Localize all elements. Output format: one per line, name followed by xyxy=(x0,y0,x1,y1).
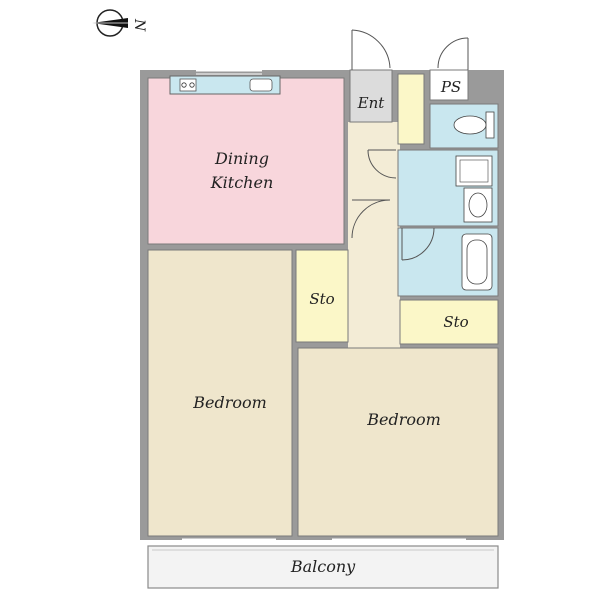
entrance-label: Ent xyxy=(357,94,386,112)
balcony xyxy=(147,545,499,589)
washbasin-icon xyxy=(463,187,493,223)
toilet-icon xyxy=(453,111,495,139)
pipe-space xyxy=(429,69,469,101)
storage-right xyxy=(399,299,499,345)
balcony-label: Balcony xyxy=(290,557,356,576)
storage-center-label: Sto xyxy=(309,290,334,308)
bedroom-left-room xyxy=(147,249,293,537)
bedroom-right-room xyxy=(297,347,499,537)
bathtub-icon xyxy=(461,233,493,291)
sink-icon xyxy=(249,78,273,92)
dining-kitchen-label-line1: Dining xyxy=(214,149,269,168)
storage-right-label: Sto xyxy=(443,313,468,331)
entrance-area xyxy=(349,69,393,123)
shoe-closet xyxy=(397,73,425,145)
bedroom-left-label: Bedroom xyxy=(192,393,267,412)
compass-north-arrow-icon xyxy=(92,9,128,37)
dining-kitchen-label-line2: Kitchen xyxy=(210,173,274,192)
stove-icon xyxy=(179,78,197,92)
dining-kitchen-room xyxy=(147,77,345,245)
bedroom-right-label: Bedroom xyxy=(366,410,441,429)
door-swing xyxy=(351,29,469,261)
compass-label: N xyxy=(131,18,147,32)
storage-center xyxy=(295,249,349,343)
washing-machine-icon xyxy=(455,155,493,187)
pipe-space-label: PS xyxy=(440,78,461,96)
hallway xyxy=(348,122,400,348)
